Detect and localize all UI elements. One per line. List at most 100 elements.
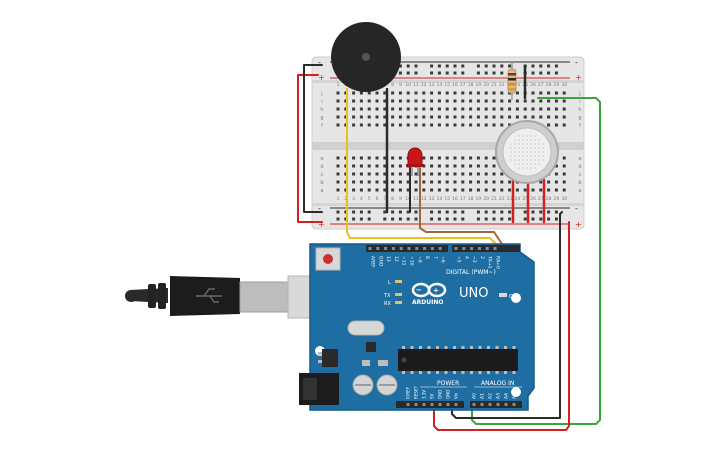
wire-brown-led-signal[interactable]	[419, 167, 503, 245]
column-number: 1	[337, 82, 340, 88]
header-pin-hole[interactable]	[438, 403, 442, 406]
header-pin-hole[interactable]	[414, 403, 418, 406]
header-pin-hole[interactable]	[368, 247, 372, 250]
column-number: 13	[429, 82, 435, 88]
breadboard-hole	[359, 164, 363, 168]
header-pin-hole[interactable]	[454, 403, 458, 406]
header-pin-hole[interactable]	[493, 247, 497, 250]
header-pin-hole[interactable]	[454, 247, 458, 250]
breadboard-hole	[430, 91, 434, 95]
breadboard-hole	[531, 64, 535, 68]
breadboard-hole	[476, 180, 480, 184]
header-pin-hole[interactable]	[422, 403, 426, 406]
breadboard-hole	[383, 172, 387, 176]
mesh-dot	[522, 151, 524, 153]
breadboard-hole	[453, 188, 457, 192]
header-pin-hole[interactable]	[376, 247, 380, 250]
header-pin-hole[interactable]	[504, 403, 508, 406]
header-pin-hole[interactable]	[438, 247, 442, 250]
mesh-dot	[534, 143, 536, 145]
header-pin-hole[interactable]	[430, 247, 434, 250]
buzzer-icon[interactable]	[331, 22, 401, 94]
wire-red-board-5v[interactable]	[433, 221, 570, 431]
breadboard-hole	[492, 107, 496, 111]
header-pin-hole[interactable]	[430, 403, 434, 406]
breadboard-hole	[547, 107, 551, 111]
mesh-dot	[530, 151, 532, 153]
mesh-dot	[534, 163, 536, 165]
gas-sensor-icon[interactable]	[495, 120, 559, 184]
mesh-dot	[538, 147, 540, 149]
breadboard-hole	[461, 99, 465, 103]
header-pin-hole[interactable]	[512, 403, 516, 406]
header-pin-hole[interactable]	[485, 247, 489, 250]
breadboard-hole	[391, 210, 395, 214]
breadboard-hole	[336, 172, 340, 176]
header-pin-hole[interactable]	[472, 403, 476, 406]
mesh-dot	[514, 151, 516, 153]
header-pin-hole[interactable]	[391, 247, 395, 250]
header-pin-hole[interactable]	[423, 247, 427, 250]
breadboard-hole	[367, 188, 371, 192]
breadboard-hole	[430, 99, 434, 103]
rail-symbol-minus: -	[318, 58, 321, 67]
row-letter: h	[320, 107, 323, 113]
wire-red-left-rail[interactable]	[297, 74, 323, 223]
column-number: 4	[360, 196, 363, 202]
header-pin-hole[interactable]	[470, 247, 474, 250]
header-pin-hole[interactable]	[488, 403, 492, 406]
red-led-icon[interactable]	[406, 147, 424, 176]
mesh-dot	[530, 143, 532, 145]
mesh-dot	[514, 143, 516, 145]
header-pin-hole[interactable]	[407, 247, 411, 250]
digital-pin-label: ~10	[409, 256, 415, 266]
breadboard-hole	[461, 115, 465, 119]
breadboard-hole	[500, 172, 504, 176]
breadboard-hole	[430, 107, 434, 111]
header-pin-hole[interactable]	[446, 403, 450, 406]
wire-green-analog[interactable]	[471, 97, 601, 425]
row-letter: i	[321, 99, 322, 105]
header-pin-hole[interactable]	[399, 247, 403, 250]
breadboard-hole	[492, 123, 496, 127]
crystal-oscillator	[347, 320, 385, 336]
header-pin-hole[interactable]	[480, 403, 484, 406]
row-letter: h	[578, 107, 581, 113]
header-pin-hole[interactable]	[384, 247, 388, 250]
row-letter: c	[321, 172, 324, 178]
breadboard-hole	[445, 210, 449, 214]
breadboard-hole	[437, 217, 441, 221]
header-pin-hole[interactable]	[462, 247, 466, 250]
breadboard-hole	[476, 164, 480, 168]
mesh-dot	[510, 159, 512, 161]
breadboard-hole	[437, 164, 441, 168]
breadboard-hole	[539, 180, 543, 184]
header-pin-hole[interactable]	[406, 403, 410, 406]
breadboard-hole	[500, 115, 504, 119]
wire-black-left-rail[interactable]	[303, 64, 323, 213]
column-number: 11	[413, 196, 419, 202]
power-pin-label: GND	[438, 390, 443, 399]
wire-yellow-buzzer-signal[interactable]	[346, 89, 497, 245]
breadboard-hole	[508, 115, 512, 119]
resistor-icon[interactable]	[507, 62, 517, 100]
row-letter: a	[320, 188, 323, 194]
breadboard-hole	[492, 210, 496, 214]
breadboard-hole	[461, 123, 465, 127]
header-pin-hole[interactable]	[415, 247, 419, 250]
header-pin-hole[interactable]	[496, 403, 500, 406]
digital-pin-label: 7	[432, 256, 438, 259]
wire-black-board-ground[interactable]	[451, 211, 563, 419]
breadboard-hole	[437, 180, 441, 184]
mesh-dot	[514, 147, 516, 149]
reset-button-cap[interactable]	[323, 254, 333, 264]
breadboard-hole	[398, 91, 402, 95]
mesh-dot	[542, 147, 544, 149]
breadboard-hole	[500, 217, 504, 221]
breadboard-hole	[484, 188, 488, 192]
header-pin-hole[interactable]	[477, 247, 481, 250]
breadboard-hole	[406, 71, 410, 75]
breadboard-hole	[445, 115, 449, 119]
breadboard-hole	[344, 180, 348, 184]
